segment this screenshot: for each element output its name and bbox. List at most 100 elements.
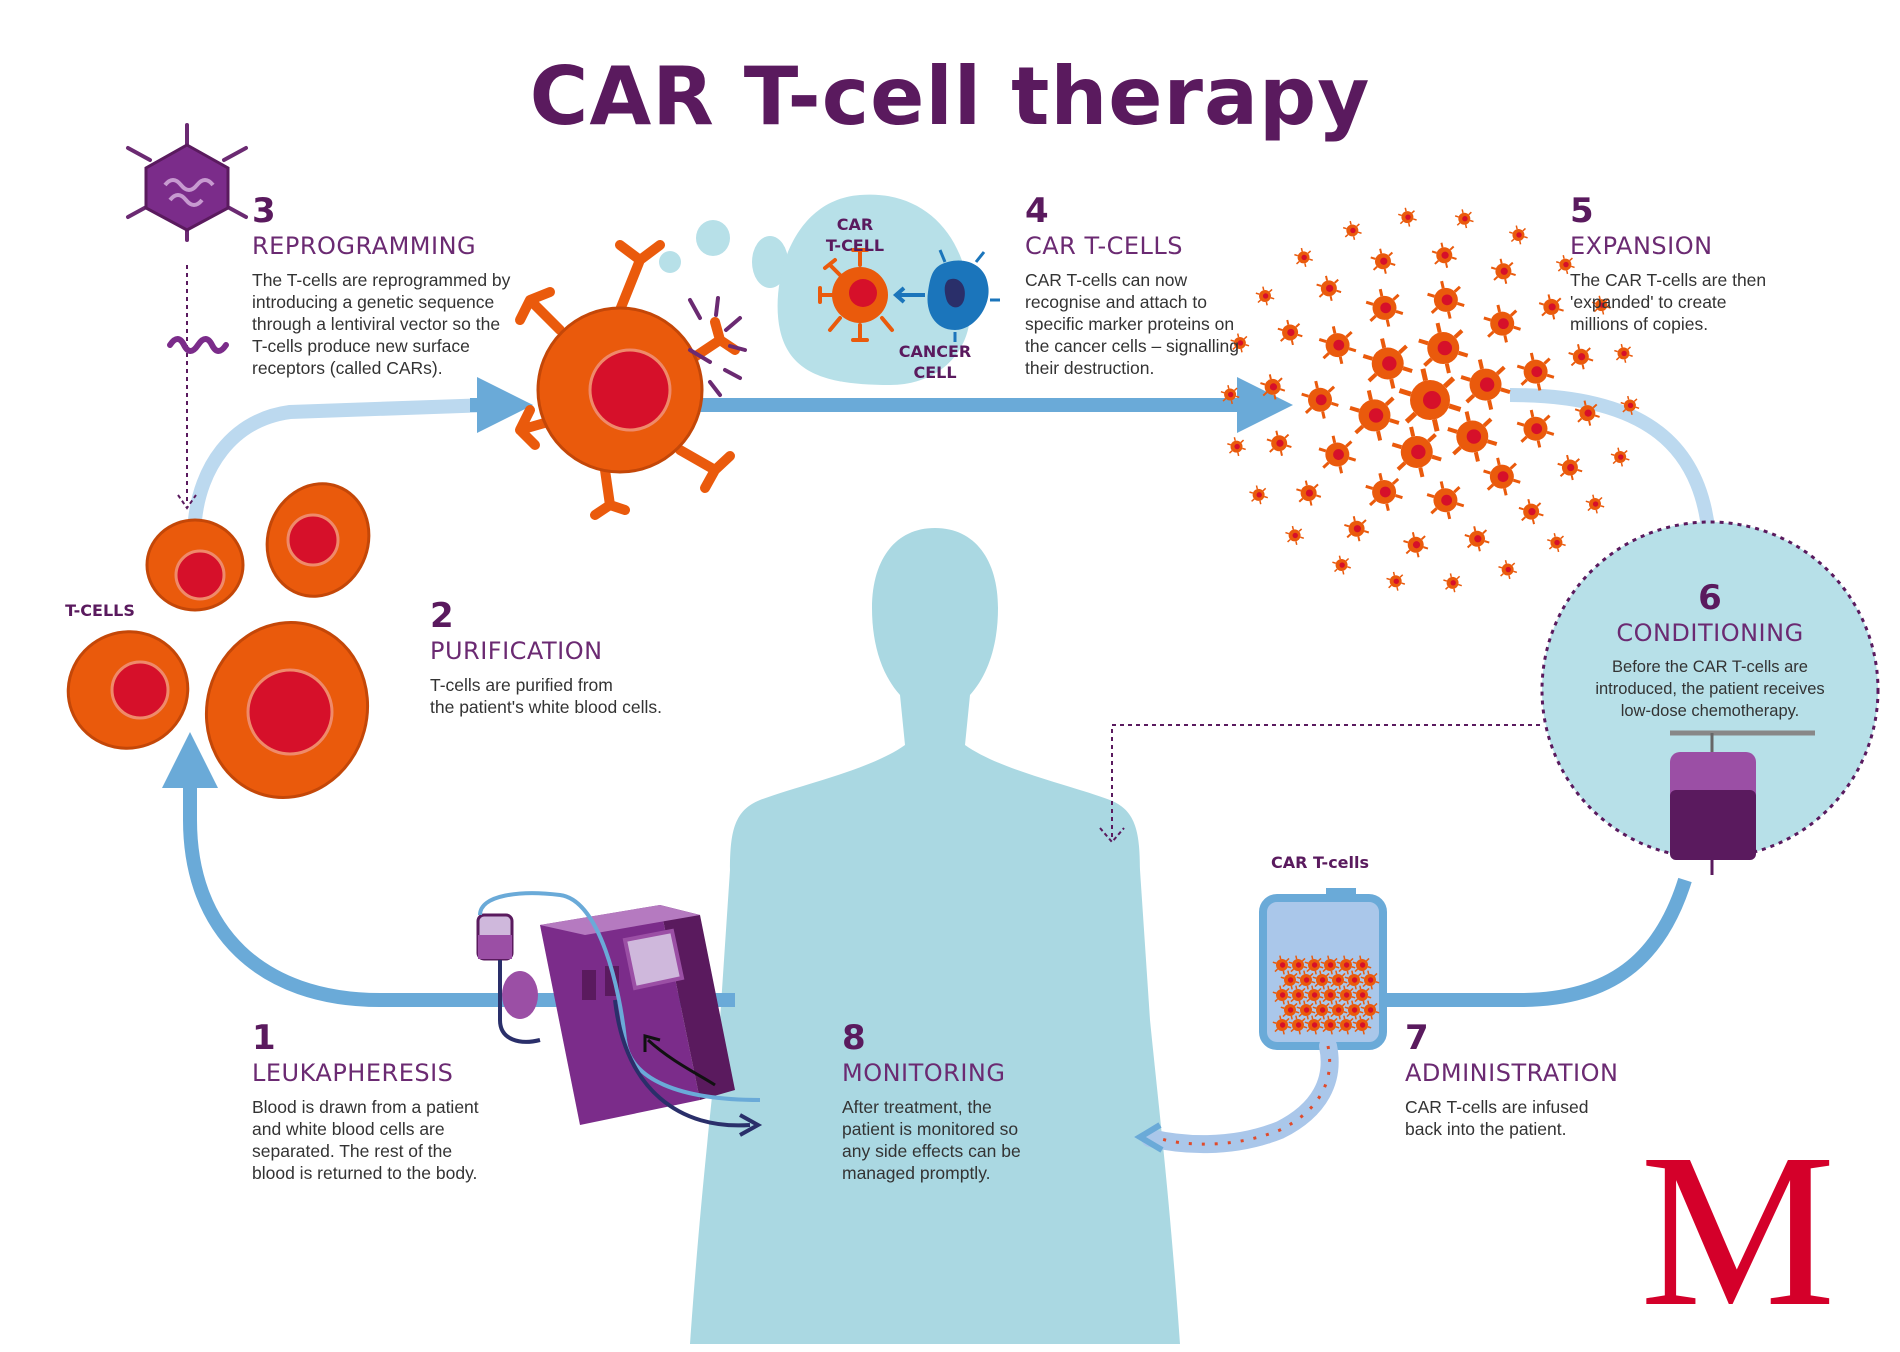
expanded-cell <box>1285 525 1305 545</box>
bag-cell <box>1328 970 1348 990</box>
desc-line: blood is returned to the body. <box>252 1163 478 1183</box>
expanded-cell <box>1365 288 1404 327</box>
step-1-leukapheresis: 1 LEUKAPHERESIS Blood is drawn from a pa… <box>252 1020 572 1184</box>
bag-cell <box>1312 1000 1332 1020</box>
desc-line: through a lentiviral vector so the <box>252 314 501 334</box>
cancer-cell-label: CANCER CELL <box>880 341 990 383</box>
patient-silhouette <box>690 528 1180 1344</box>
expanded-cell <box>1349 390 1400 441</box>
step-4-car-t-cells: 4 CAR T-CELLS CAR T-cells can now recogn… <box>1025 193 1325 379</box>
cycle-path-right <box>1509 388 1717 561</box>
cycle-path-bottom-left <box>162 732 735 1007</box>
step-number: 5 <box>1570 191 1594 231</box>
desc-line: CAR T-cells are infused <box>1405 1097 1589 1117</box>
expanded-cell <box>1620 395 1640 415</box>
expanded-cell <box>1332 555 1351 575</box>
expanded-cell <box>1498 560 1518 580</box>
desc-line: introduced, the patient receives <box>1595 680 1825 698</box>
bag-cell <box>1272 985 1292 1005</box>
desc-line: recognise and attach to <box>1025 292 1207 312</box>
label-line: CAR <box>836 215 874 234</box>
step-description: After treatment, the patient is monitore… <box>842 1096 1082 1184</box>
bag-cell <box>1288 985 1308 1005</box>
step-heading: PURIFICATION <box>430 637 603 665</box>
desc-line: millions of copies. <box>1570 314 1709 334</box>
car-t-cells-bag-label: CAR T-cells <box>1270 853 1370 872</box>
expanded-cell <box>1391 426 1442 478</box>
bag-cell <box>1360 1000 1380 1020</box>
desc-line: After treatment, the <box>842 1097 992 1117</box>
expanded-cell <box>1427 280 1465 319</box>
step-description: T-cells are purified from the patient's … <box>430 674 770 718</box>
bag-cell <box>1320 955 1340 975</box>
bag-cell <box>1304 985 1324 1005</box>
car-t-cell-label: CAR T-CELL <box>805 214 905 256</box>
desc-line: and white blood cells are <box>252 1119 445 1139</box>
thought-bubble-medium <box>696 220 730 256</box>
label-line: CELL <box>913 363 957 382</box>
expanded-cell <box>1483 457 1521 496</box>
desc-line: CAR T-cells can now <box>1025 270 1188 290</box>
desc-line: any side effects can be <box>842 1141 1021 1161</box>
step-heading: CAR T-CELLS <box>1025 232 1183 260</box>
chemotherapy-bag-icon <box>1670 733 1756 875</box>
desc-line: their destruction. <box>1025 358 1155 378</box>
expanded-cell <box>1344 516 1370 542</box>
expanded-cell <box>1614 343 1633 363</box>
step-5-expansion: 5 EXPANSION The CAR T-cells are then 'ex… <box>1570 193 1870 335</box>
step-number: 6 <box>1698 578 1722 618</box>
bag-cell <box>1272 955 1292 975</box>
expanded-cell <box>1277 319 1303 346</box>
bag-cell <box>1360 970 1380 990</box>
lentiviral-vector-icon <box>126 123 248 242</box>
bag-cell <box>1288 955 1308 975</box>
car-t-cell-infusion-bag-icon <box>1134 888 1387 1154</box>
bag-cell <box>1280 970 1300 990</box>
expanded-cell <box>1516 352 1555 391</box>
expanded-cell <box>1227 437 1246 457</box>
step-8-monitoring: 8 MONITORING After treatment, the patien… <box>842 1020 1082 1184</box>
step-6-conditioning: 6 CONDITIONING Before the CAR T-cells ar… <box>1560 580 1860 722</box>
desc-line: The T-cells are reprogrammed by <box>252 270 511 290</box>
step-heading: EXPANSION <box>1570 232 1713 260</box>
expanded-cell <box>1509 225 1528 245</box>
bag-cell <box>1336 1015 1356 1035</box>
desc-line: 'expanded' to create <box>1570 292 1727 312</box>
step-description: Before the CAR T-cells are introduced, t… <box>1560 656 1860 722</box>
step-number: 3 <box>252 191 276 231</box>
expanded-cell <box>1362 338 1413 389</box>
expanded-cell <box>1386 571 1406 591</box>
bag-cell <box>1320 985 1340 1005</box>
expanded-cell <box>1568 344 1594 370</box>
desc-line: the cancer cells – signalling <box>1025 336 1240 356</box>
step-number: 4 <box>1025 191 1049 231</box>
bag-cell <box>1328 1000 1348 1020</box>
expanded-cell <box>1403 532 1429 558</box>
cycle-path-top-left <box>188 398 491 521</box>
desc-line: receptors (called CARs). <box>252 358 443 378</box>
bag-cell <box>1296 970 1316 990</box>
bag-cell <box>1320 1015 1340 1035</box>
t-cell-group <box>66 482 371 799</box>
expanded-cell <box>1230 333 1250 353</box>
expanded-cell <box>1591 295 1611 315</box>
expanded-cell <box>1431 242 1457 268</box>
page-title: CAR T-cell therapy <box>529 50 1371 143</box>
expanded-cell <box>1301 380 1339 419</box>
car-t-cell-large-icon <box>515 240 747 520</box>
bag-cell <box>1352 985 1372 1005</box>
bag-cell <box>1304 1015 1324 1035</box>
expanded-cell <box>1516 409 1555 448</box>
expanded-cell <box>1318 326 1357 365</box>
leukapheresis-machine-icon <box>476 891 763 1137</box>
bag-cell <box>1344 970 1364 990</box>
bag-cell <box>1280 1000 1300 1020</box>
expanded-cell <box>1255 286 1275 306</box>
expanded-cell <box>1460 359 1511 410</box>
desc-line: the patient's white blood cells. <box>430 697 662 717</box>
bag-cell <box>1304 955 1324 975</box>
brand-logo: M <box>1640 1108 1836 1352</box>
cycle-path-bottom-right <box>1380 877 1692 1007</box>
